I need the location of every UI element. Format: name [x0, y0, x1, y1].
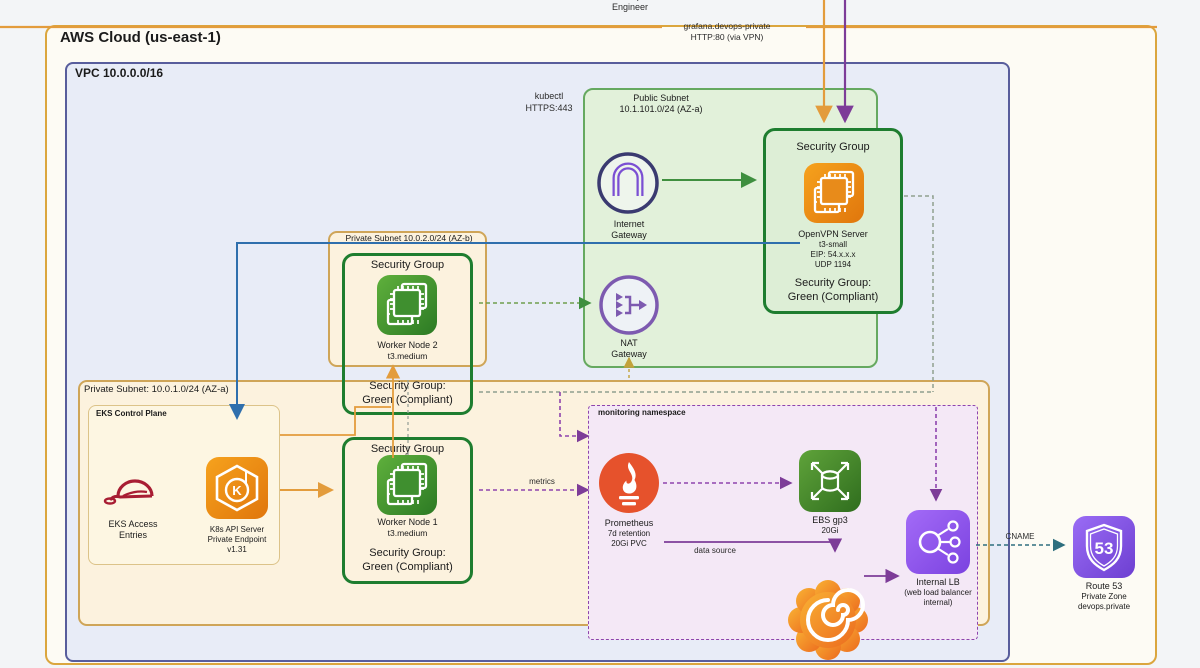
- worker-node-2-name: Worker Node 2: [377, 340, 438, 350]
- kubectl-proto: HTTPS:443: [525, 102, 573, 113]
- openvpn-sg-title: Security Group: [796, 141, 870, 153]
- nat-gateway-label: NAT Gateway: [595, 338, 663, 361]
- wn2-status-1: Security Group:: [369, 380, 446, 392]
- wn1-status-1: Security Group:: [369, 547, 446, 559]
- diagram-canvas: { "aws_cloud": { "label": "AWS Cloud (us…: [0, 0, 1157, 665]
- cname-label: CNAME: [1005, 532, 1035, 541]
- worker-node-1-instance: t3.medium: [387, 528, 428, 539]
- wn2-status-2: Green (Compliant): [362, 394, 453, 407]
- eks-access-2: Entries: [118, 530, 147, 541]
- eks-access-entries-label: EKS Access Entries: [98, 519, 168, 542]
- internal-lb-desc-2: internal): [923, 598, 953, 608]
- eks-access-entries-icon: [98, 458, 168, 514]
- k8s-icon-letter: K: [232, 483, 242, 498]
- worker-node-2-instance: t3.medium: [387, 351, 428, 362]
- aws-cloud-label: AWS Cloud (us-east-1): [60, 29, 221, 46]
- openvpn-server-icon: [804, 163, 864, 223]
- k8s-api-label: K8s API Server Private Endpoint v1.31: [196, 525, 278, 555]
- prometheus-pvc: 20Gi PVC: [611, 539, 647, 549]
- devops-role-1: DevOps: [614, 0, 647, 1]
- internal-lb-desc-1: (web load balancer: [904, 588, 972, 598]
- route53-badge: 53: [1095, 539, 1114, 558]
- prometheus-retention: 7d retention: [607, 529, 651, 539]
- internet-gateway-icon: [596, 151, 660, 215]
- ebs-volume-icon: [799, 450, 861, 512]
- devops-engineer-label: DevOps Engineer: [580, 0, 680, 13]
- worker-node-2-icon: [377, 275, 437, 335]
- monitoring-namespace-title: monitoring namespace: [598, 408, 686, 417]
- wn1-status-2: Green (Compliant): [362, 561, 453, 574]
- kubectl-label: kubectl HTTPS:443: [509, 91, 589, 114]
- grafana-host: grafana.devops-private: [683, 21, 771, 31]
- internet-gateway-label: Internet Gateway: [595, 219, 663, 242]
- grafana-route-label: grafana.devops-private HTTP:80 (via VPN): [627, 21, 827, 43]
- ebs-label: EBS gp3 20Gi: [793, 515, 867, 536]
- ebs-type: EBS gp3: [812, 515, 848, 525]
- worker-node-1-icon: [377, 455, 437, 515]
- prometheus-icon: [598, 452, 660, 514]
- k8s-api-server-icon: K: [206, 457, 268, 519]
- openvpn-server-label: OpenVPN Server t3-small EIP: 54.x.x.x UD…: [768, 229, 898, 270]
- worker-node-1-label: Worker Node 1 t3.medium: [342, 517, 473, 539]
- private-subnet-a-label: Private Subnet: 10.0.1.0/24 (AZ-a): [84, 384, 229, 395]
- internal-lb-label: Internal LB (web load balancer internal): [896, 577, 980, 608]
- nat-label-2: Gateway: [611, 349, 647, 360]
- grafana-proto: HTTP:80 (via VPN): [690, 32, 764, 43]
- k8s-api-1: K8s API Server: [209, 525, 265, 534]
- nat-label-1: NAT: [620, 338, 638, 348]
- worker-node-1-sg-title: Security Group: [370, 443, 445, 455]
- openvpn-sg-status-1: Security Group:: [794, 277, 872, 289]
- openvpn-eip: EIP: 54.x.x.x: [810, 250, 856, 260]
- igw-label-1: Internet: [613, 219, 645, 229]
- route53-icon: 53: [1073, 516, 1135, 578]
- internal-lb-name: Internal LB: [916, 577, 960, 587]
- data-source-label: data source: [694, 546, 736, 555]
- grafana-icon: [763, 558, 893, 668]
- worker-node-2-sg-status: Security Group: Green (Compliant): [334, 379, 481, 408]
- eks-access-1: EKS Access: [108, 519, 158, 529]
- nat-gateway-icon: [598, 274, 660, 336]
- worker-node-2-label: Worker Node 2 t3.medium: [342, 340, 473, 362]
- ebs-size: 20Gi: [821, 526, 839, 536]
- worker-node-1-name: Worker Node 1: [377, 517, 438, 527]
- private-subnet-b-label: Private Subnet 10.0.2.0/24 (AZ-b): [345, 233, 473, 243]
- metrics-label: metrics: [529, 477, 555, 486]
- prometheus-name: Prometheus: [604, 518, 654, 528]
- kubectl-cmd: kubectl: [534, 91, 564, 101]
- devops-role-2: Engineer: [611, 1, 649, 12]
- k8s-api-3: v1.31: [227, 545, 247, 554]
- public-subnet-title: Public Subnet: [633, 93, 689, 103]
- worker-node-1-sg-status: Security Group: Green (Compliant): [334, 546, 481, 575]
- igw-label-2: Gateway: [611, 230, 647, 241]
- eks-control-plane-title: EKS Control Plane: [96, 409, 167, 418]
- vpc-label: VPC 10.0.0.0/16: [75, 66, 164, 80]
- public-subnet-cidr: 10.1.101.0/24 (AZ-a): [619, 104, 703, 115]
- openvpn-instance: t3-small: [818, 240, 847, 250]
- openvpn-port: UDP 1194: [814, 260, 852, 270]
- public-subnet-label: Public Subnet 10.1.101.0/24 (AZ-a): [586, 93, 736, 116]
- openvpn-sg-status: Security Group: Green (Compliant): [763, 276, 903, 305]
- route53-name: Route 53: [1085, 581, 1123, 591]
- internal-lb-icon: [906, 510, 970, 574]
- route53-label: Route 53 Private Zone devops.private: [1066, 581, 1142, 612]
- route53-domain: devops.private: [1077, 602, 1131, 612]
- openvpn-server-name: OpenVPN Server: [798, 229, 868, 239]
- prometheus-label: Prometheus 7d retention 20Gi PVC: [592, 518, 666, 549]
- worker-node-2-sg-title: Security Group: [370, 259, 445, 271]
- route53-zone: Private Zone: [1081, 592, 1127, 602]
- openvpn-sg-status-2: Green (Compliant): [787, 291, 879, 304]
- k8s-api-2: Private Endpoint: [207, 535, 267, 544]
